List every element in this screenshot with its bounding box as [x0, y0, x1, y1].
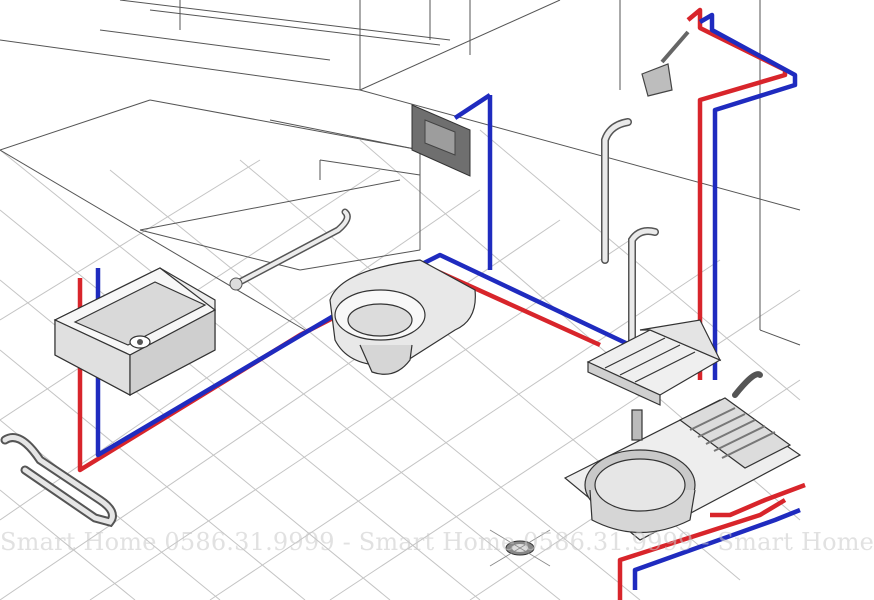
shower-seat-icon [586, 319, 722, 406]
sink-icon [563, 397, 802, 541]
shower-head-icon [641, 30, 690, 97]
plumbing-isometric-diagram [0, 0, 806, 600]
flush-plate-icon [411, 104, 471, 177]
toilet-icon [329, 259, 476, 375]
hot-water-pipes [77, 7, 806, 600]
grab-bar-icon [229, 208, 351, 291]
washbasin-icon [53, 267, 217, 396]
watermark-text: Smart Home 0586.31.9999 - Smart Home 058… [0, 528, 874, 556]
swing-up-support-rail-icon [0, 433, 117, 528]
support-rail-icon [601, 118, 763, 398]
room-outline [0, 0, 801, 346]
floor-drain-icon [489, 529, 551, 567]
